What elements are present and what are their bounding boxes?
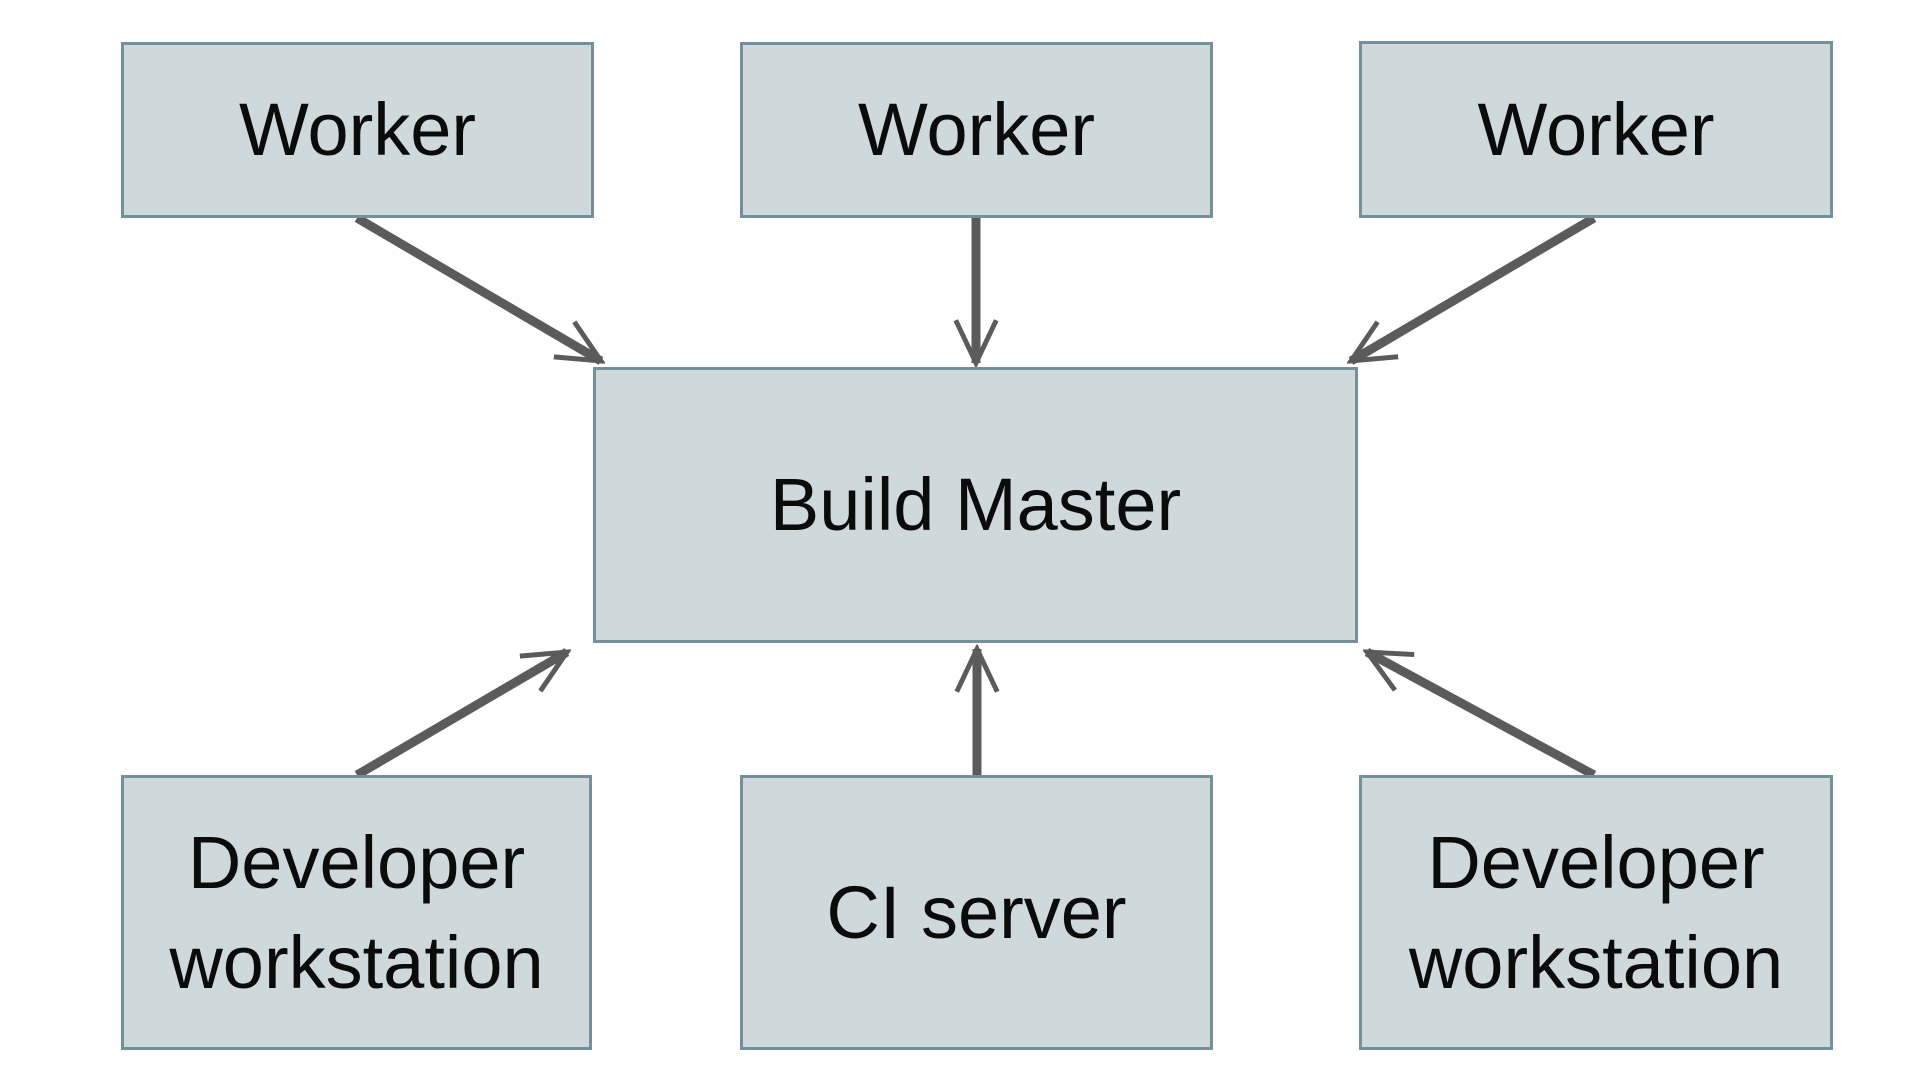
node-label: Worker [1477,87,1715,171]
arrow-dev-right-to-build-master [1367,648,1597,779]
arrow-worker-right-to-build-master [1351,214,1597,365]
node-worker-top-center: Worker [740,42,1213,218]
node-worker-top-left: Worker [121,42,594,218]
node-label: Build Master [769,463,1182,547]
node-worker-top-right: Worker [1359,41,1833,218]
node-label: Developer workstation [169,820,544,1004]
node-label: Developer workstation [1408,820,1784,1004]
node-ci-server: CI server [740,775,1213,1050]
arrow-dev-left-to-build-master [354,648,567,779]
node-developer-workstation-left: Developer workstation [121,775,592,1050]
node-label: Worker [238,88,477,172]
node-developer-workstation-right: Developer workstation [1359,775,1833,1050]
node-label: Worker [857,88,1096,172]
arrow-worker-left-to-build-master [354,214,601,365]
node-label: CI server [826,870,1127,954]
node-build-master: Build Master [593,367,1358,643]
